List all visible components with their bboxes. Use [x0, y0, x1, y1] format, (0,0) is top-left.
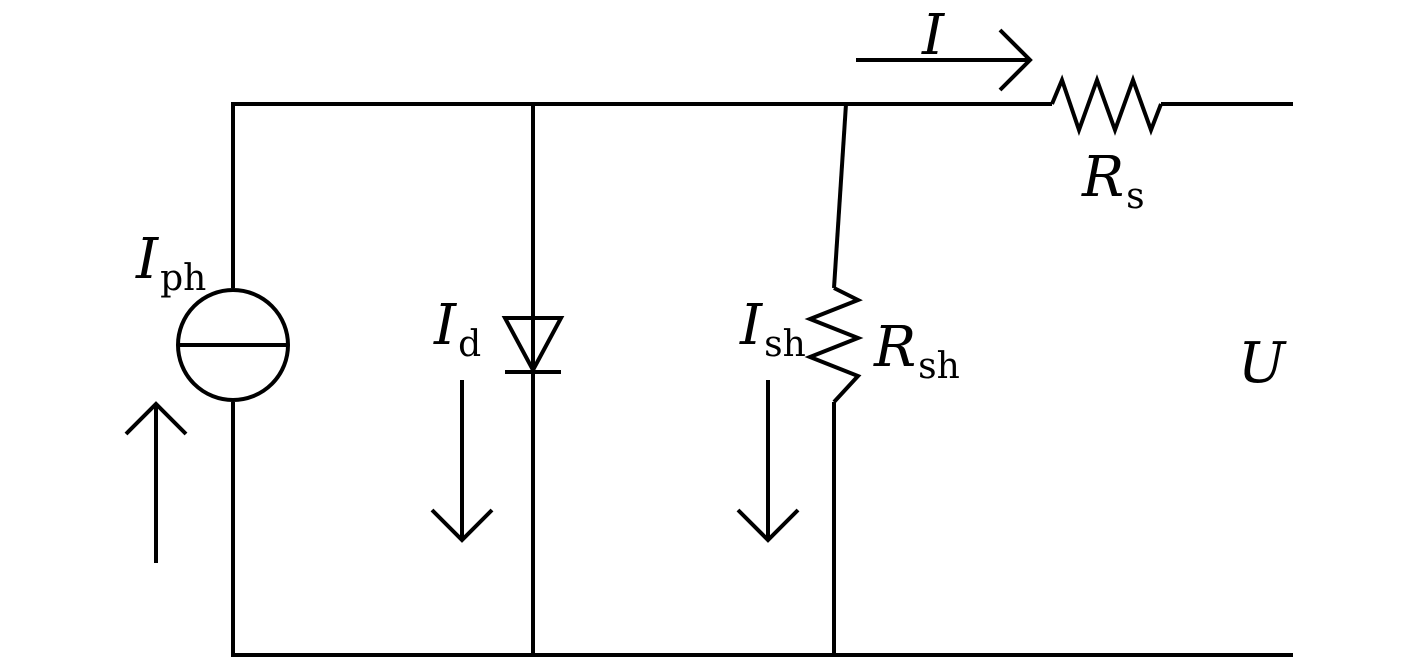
- label-Rsh-main: R: [874, 315, 917, 380]
- current-Iph-arrow: [124, 401, 188, 563]
- current-source-symbol: [176, 288, 290, 402]
- label-Rsh: Rsh: [874, 320, 960, 385]
- label-Rs: Rs: [1082, 150, 1145, 215]
- diode-symbol: [501, 316, 565, 375]
- shunt-resistor-symbol: [804, 286, 864, 404]
- label-Rs-sub: s: [1126, 176, 1145, 217]
- label-Rs-main: R: [1082, 145, 1125, 210]
- label-I-main: I: [922, 3, 945, 68]
- label-Rsh-sub: sh: [918, 346, 960, 387]
- current-Ish-arrow: [736, 380, 800, 543]
- series-resistor-symbol: [1050, 74, 1163, 137]
- shunt-branch-wire-top: [832, 103, 848, 289]
- label-I: I: [922, 8, 944, 64]
- label-Id: Id: [434, 298, 481, 363]
- label-Iph-main: I: [136, 227, 159, 292]
- label-Iph: Iph: [136, 232, 206, 297]
- current-I-arrow: [856, 28, 1033, 92]
- label-U: U: [1238, 336, 1285, 392]
- label-U-main: U: [1238, 331, 1286, 396]
- top-wire-left: [231, 102, 1052, 288]
- label-Ish-main: I: [740, 293, 763, 358]
- label-Ish-sub: sh: [764, 324, 806, 365]
- current-Id-arrow: [430, 380, 494, 543]
- label-Iph-sub: ph: [160, 258, 207, 299]
- bottom-wire: [231, 402, 1293, 657]
- label-Ish: Ish: [740, 298, 806, 363]
- label-Id-sub: d: [458, 324, 482, 365]
- label-Id-main: I: [434, 293, 457, 358]
